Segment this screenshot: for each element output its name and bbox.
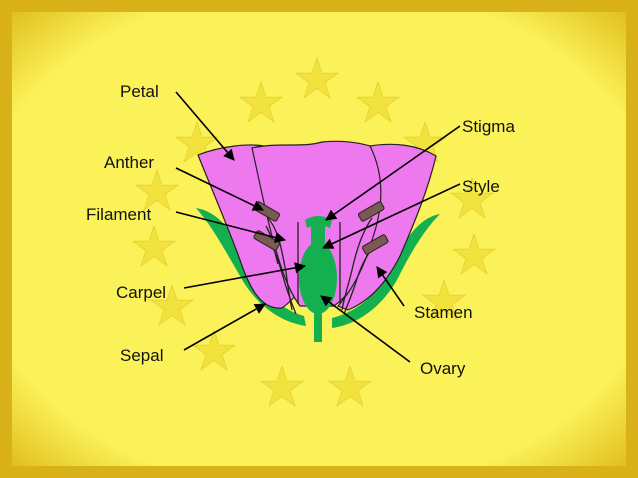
sepal-right: [332, 214, 440, 328]
style: [311, 224, 325, 246]
stigma-leader: [325, 125, 461, 221]
stamen-filaments: [265, 217, 375, 315]
anther-leader: [175, 167, 265, 211]
petal-leader: [175, 91, 235, 161]
carpel-leader: [183, 262, 307, 289]
flower-stalk: [314, 300, 322, 342]
anther-right-lower: [361, 234, 389, 255]
label-stamen: Stamen: [414, 303, 473, 322]
label-petal: Petal: [120, 82, 159, 101]
petal-right: [336, 143, 437, 311]
style-leader: [321, 183, 461, 249]
leader-lines: [175, 91, 461, 363]
label-style: Style: [462, 177, 500, 196]
anther-right-upper: [357, 201, 385, 222]
label-anther: Anther: [104, 153, 154, 172]
label-stigma: Stigma: [462, 117, 515, 136]
ovary-leader: [320, 295, 411, 363]
label-ovary: Ovary: [420, 359, 466, 378]
label-sepal: Sepal: [120, 346, 163, 365]
sepal-left: [196, 208, 306, 326]
label-carpel: Carpel: [116, 283, 166, 302]
label-filament: Filament: [86, 205, 151, 224]
stamen-leader: [376, 266, 405, 307]
filament-leader: [175, 211, 287, 243]
sepal-leader: [183, 303, 266, 351]
